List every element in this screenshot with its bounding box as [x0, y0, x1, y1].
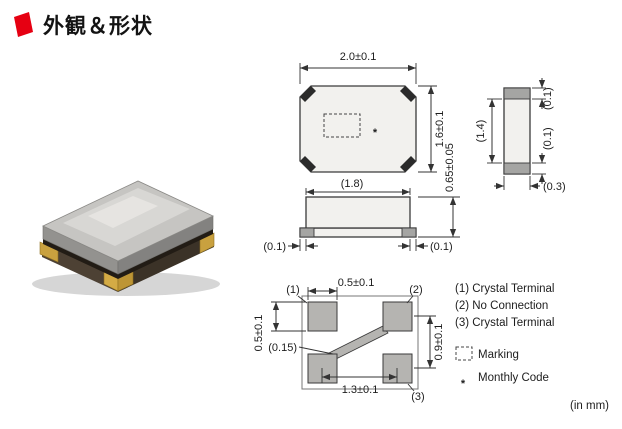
legend: (1) Crystal Terminal (2) No Connection (…	[455, 283, 609, 412]
dim-label-height: 1.6±0.1	[434, 111, 446, 148]
legend-terminal-3: (3) Crystal Terminal	[455, 317, 554, 329]
legend-terminal-2: (2) No Connection	[455, 300, 548, 312]
dim-label-end-body: (1.4)	[475, 120, 487, 143]
dim-pitch-vertical: 0.9±0.1	[414, 315, 445, 369]
pad-1	[307, 301, 338, 332]
photo-base	[39, 232, 215, 292]
legend-terminal-1: (1) Crystal Terminal	[455, 283, 554, 295]
pad-3	[382, 353, 413, 384]
end-cap-bottom	[503, 162, 531, 175]
side-view-lid	[305, 196, 411, 229]
dim-step-left: (0.1)	[263, 239, 318, 253]
pad-2	[382, 301, 413, 332]
dim-label-step-right: (0.1)	[430, 241, 453, 253]
dim-lid-width: (1.8)	[305, 178, 411, 196]
diagonal-connection-band	[328, 325, 389, 361]
pad-4	[307, 353, 338, 384]
side-view-base	[299, 227, 417, 238]
dim-label-step-left: (0.1)	[263, 241, 286, 253]
dim-top-height: 1.6±0.1	[418, 85, 446, 173]
dim-thickness: 0.65±0.05	[418, 143, 460, 238]
corner-castellation	[300, 86, 316, 102]
corner-castellation	[300, 156, 316, 172]
dim-pad-height: 0.5±0.1	[253, 301, 306, 352]
pin3-label: (3)	[411, 391, 424, 403]
section-header: 外観＆形状	[10, 10, 153, 40]
end-cap-top	[503, 87, 531, 100]
corner-castellation	[400, 156, 416, 172]
legend-marking-box	[455, 346, 473, 361]
dim-label-thickness: 0.65±0.05	[444, 143, 456, 192]
dim-label-end-terminal: (0.3)	[543, 181, 566, 193]
side-terminal-left	[299, 227, 315, 238]
top-view: * 2.0±0.1 1.6±0.1	[299, 51, 446, 173]
photo-metal-lid	[42, 180, 214, 275]
component-outline	[301, 295, 419, 390]
land-pattern-view: (1) (2) (3) 0.5±0.1 0.5±0.1 (0	[253, 277, 445, 403]
dim-label-cap-bottom: (0.1)	[542, 127, 554, 150]
section-marker-icon	[14, 12, 33, 37]
dim-label-width: 2.0±0.1	[340, 51, 377, 63]
top-view-body	[299, 85, 417, 173]
end-view: (1.4) (0.1) (0.1)	[475, 78, 566, 193]
dim-label-pad-height: 0.5±0.1	[253, 315, 265, 352]
component-photo	[32, 180, 220, 296]
legend-monthly-code-label: Monthly Code	[478, 372, 549, 384]
unit-note: (in mm)	[570, 400, 609, 412]
dim-label-pitch-horizontal: 1.3±0.1	[342, 384, 379, 396]
legend-marking-label: Marking	[478, 349, 519, 361]
dim-end-body: (1.4)	[475, 98, 502, 164]
dim-top-width: 2.0±0.1	[299, 51, 417, 84]
photo-seam	[43, 229, 213, 279]
dim-pad-width: 0.5±0.1	[307, 277, 375, 300]
dim-cap-bottom: (0.1)	[532, 127, 554, 184]
dim-band-gap: (0.15)	[268, 342, 334, 355]
dimension-drawing: * 2.0±0.1 1.6±0.1	[253, 51, 609, 412]
dim-label-cap-top: (0.1)	[542, 87, 554, 110]
dim-label-band-gap: (0.15)	[268, 342, 297, 354]
end-view-body	[503, 87, 531, 175]
legend-monthly-code-symbol: *	[461, 378, 466, 390]
dim-pitch-horizontal: 1.3±0.1	[321, 368, 398, 396]
dim-step-right: (0.1)	[398, 239, 453, 253]
dim-cap-top: (0.1)	[532, 78, 554, 110]
dim-label-pitch-vertical: 0.9±0.1	[433, 324, 445, 361]
dim-end-terminal: (0.3)	[494, 176, 566, 193]
dim-label-pad-width: 0.5±0.1	[338, 277, 375, 289]
side-terminal-right	[401, 227, 417, 238]
corner-castellation	[400, 86, 416, 102]
section-title: 外観＆形状	[43, 15, 153, 38]
pin1-label: (1)	[286, 284, 299, 296]
monthly-code-mark: *	[373, 127, 378, 139]
side-view: (1.8) 0.65±0.05 (0.1)	[263, 143, 460, 253]
marking-area-dashed-box	[323, 113, 361, 138]
dim-label-lid-width: (1.8)	[341, 178, 364, 190]
pin2-label: (2)	[409, 284, 422, 296]
